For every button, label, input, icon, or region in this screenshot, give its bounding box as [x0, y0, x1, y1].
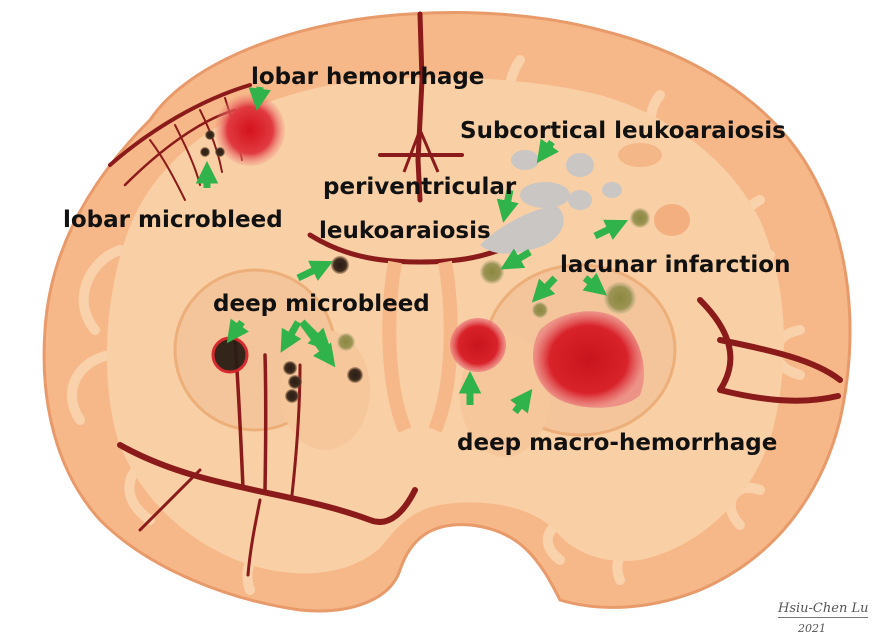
lacune — [630, 208, 650, 228]
deep-microbleed — [347, 367, 363, 383]
lacune — [532, 302, 548, 318]
lacune — [337, 333, 355, 351]
deep-microbleed — [331, 256, 349, 274]
lobar-microbleed — [215, 147, 225, 157]
label-deep-macro-hemorrhage: deep macro-hemorrhage — [457, 430, 777, 456]
artist-signature: Hsiu-Chen Lu — [778, 601, 868, 618]
deep-macro-hemorrhage-left — [450, 318, 506, 372]
deep-microbleed — [285, 389, 299, 403]
label-lobar-hemorrhage: lobar hemorrhage — [251, 64, 484, 90]
label-lacunar-infarction: lacunar infarction — [560, 252, 790, 278]
label-subcortical-leukoaraiosis: Subcortical leukoaraiosis — [460, 118, 786, 144]
lobar-hemorrhage-lesion — [215, 94, 285, 166]
label-leukoaraiosis: leukoaraiosis — [319, 218, 491, 244]
label-lobar-microbleed: lobar microbleed — [63, 207, 283, 233]
deep-microbleed — [213, 338, 247, 372]
label-periventricular: periventricular — [323, 174, 516, 200]
label-deep-microbleed: deep microbleed — [213, 291, 430, 317]
lacune — [480, 260, 504, 284]
signature-year: 2021 — [798, 622, 826, 635]
deep-microbleed — [283, 361, 297, 375]
deep-microbleed — [288, 375, 302, 389]
lobar-microbleed — [205, 130, 215, 140]
lobar-microbleed — [200, 147, 210, 157]
signature-name: Hsiu-Chen Lu — [778, 601, 868, 616]
lacune — [604, 282, 636, 314]
